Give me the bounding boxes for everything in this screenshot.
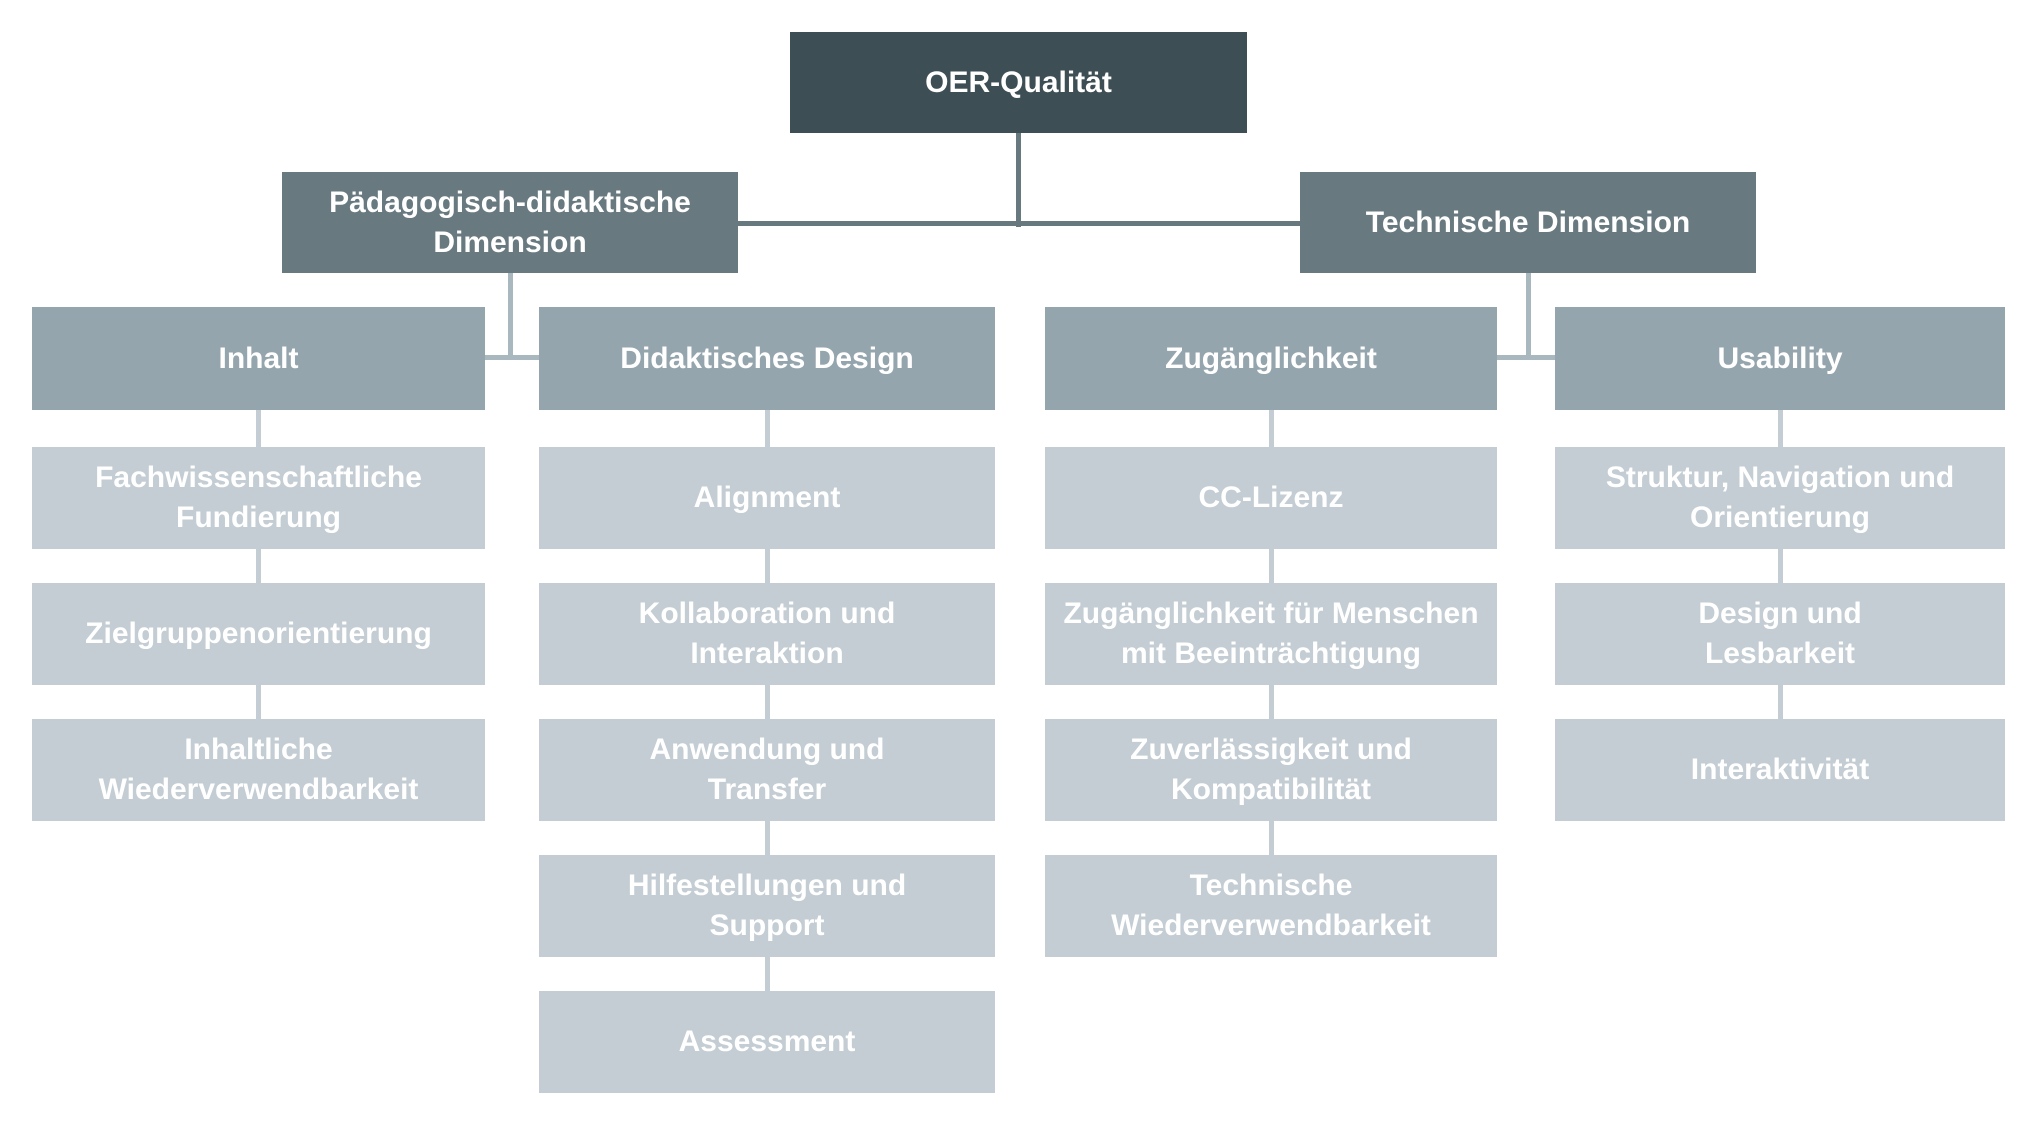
node-zuganglichkeit: Zugänglichkeit xyxy=(1045,307,1497,410)
connector-root-stem xyxy=(1016,133,1021,227)
node-design-und-lesbarkeit: Design und Lesbarkeit xyxy=(1555,583,2005,685)
node-alignment: Alignment xyxy=(539,447,995,549)
connector-root-bar xyxy=(738,220,1300,226)
node-struktur-navigation-und-orientierung: Struktur, Navigation und Orientierung xyxy=(1555,447,2005,549)
node-fachwissenschaftliche-fundierung: Fachwissenschaftliche Fundierung xyxy=(32,447,485,549)
connector-column xyxy=(1269,685,1274,719)
node-zuganglichkeit-fur-menschen-mit-beeintrachtigung: Zugänglichkeit für Menschen mit Beeinträ… xyxy=(1045,583,1497,685)
connector-column xyxy=(1778,410,1783,447)
connector-column xyxy=(256,410,261,447)
connector-column xyxy=(1269,549,1274,583)
connector-column xyxy=(765,957,770,991)
connector-column xyxy=(256,549,261,583)
node-interaktivitat: Interaktivität xyxy=(1555,719,2005,821)
connector-dimension-bar xyxy=(485,355,539,360)
node-technische-wiederverwendbarkeit: Technische Wiederverwendbarkeit xyxy=(1045,855,1497,957)
node-padagogisch-didaktische-dimension: Pädagogisch-didaktische Dimension xyxy=(282,172,738,273)
node-assessment: Assessment xyxy=(539,991,995,1093)
node-anwendung-und-transfer: Anwendung und Transfer xyxy=(539,719,995,821)
node-hilfestellungen-und-support: Hilfestellungen und Support xyxy=(539,855,995,957)
connector-dimension-stem xyxy=(508,273,513,360)
node-zielgruppenorientierung: Zielgruppenorientierung xyxy=(32,583,485,685)
node-oer-qualitat: OER-Qualität xyxy=(790,32,1247,133)
node-zuverlassigkeit-und-kompatibilitat: Zuverlässigkeit und Kompatibilität xyxy=(1045,719,1497,821)
node-usability: Usability xyxy=(1555,307,2005,410)
connector-column xyxy=(1778,685,1783,719)
connector-column xyxy=(765,410,770,447)
connector-column xyxy=(765,549,770,583)
connector-column xyxy=(256,685,261,719)
node-technische-dimension: Technische Dimension xyxy=(1300,172,1756,273)
connector-column xyxy=(1778,549,1783,583)
connector-column xyxy=(765,685,770,719)
node-inhaltliche-wiederverwendbarkeit: Inhaltliche Wiederverwendbarkeit xyxy=(32,719,485,821)
connector-dimension-stem xyxy=(1526,273,1531,360)
connector-column xyxy=(765,821,770,855)
connector-column xyxy=(1269,821,1274,855)
node-didaktisches-design: Didaktisches Design xyxy=(539,307,995,410)
connector-column xyxy=(1269,410,1274,447)
node-kollaboration-und-interaktion: Kollaboration und Interaktion xyxy=(539,583,995,685)
node-cc-lizenz: CC-Lizenz xyxy=(1045,447,1497,549)
connector-dimension-bar xyxy=(1497,355,1555,360)
node-inhalt: Inhalt xyxy=(32,307,485,410)
